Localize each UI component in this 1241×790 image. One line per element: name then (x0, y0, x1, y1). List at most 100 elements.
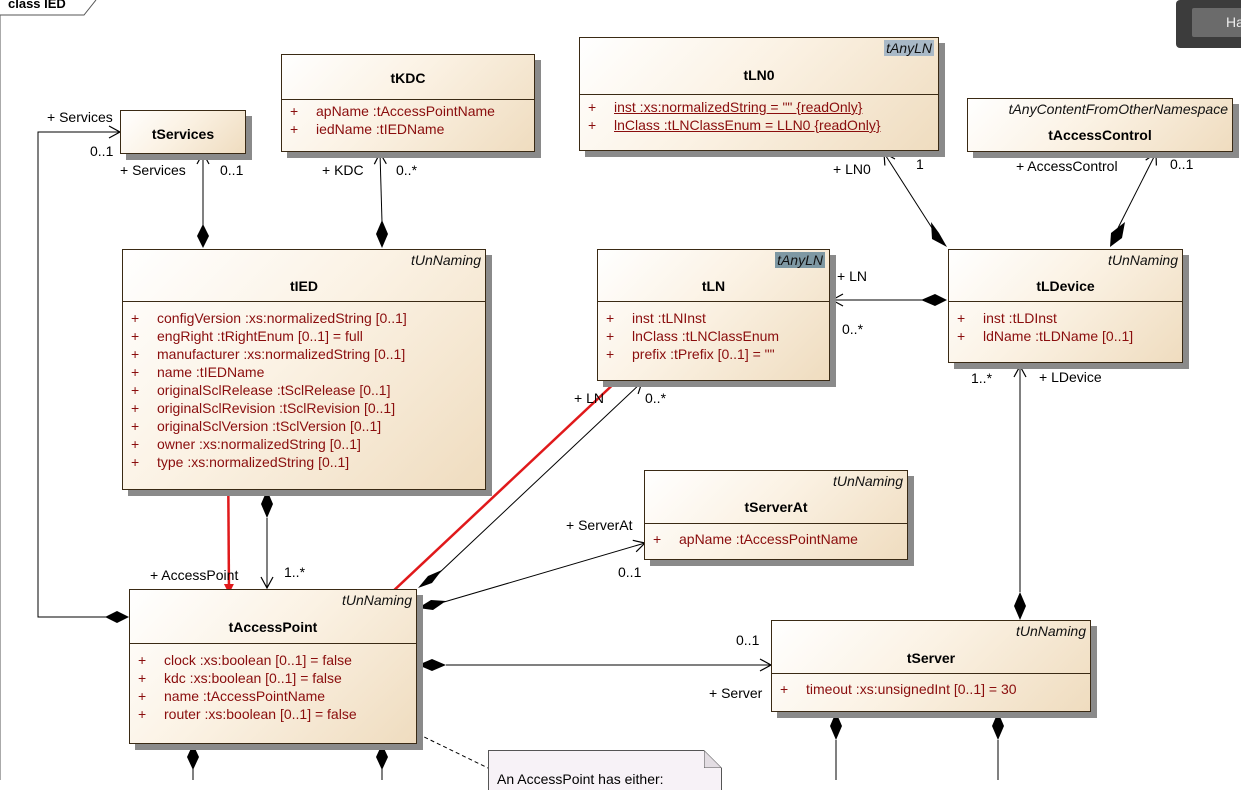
attribute-row: +type :xs:normalizedString [0..1] (131, 454, 350, 470)
attribute-row: +configVersion :xs:normalizedString [0..… (131, 310, 407, 326)
multiplicity-server: 0..1 (736, 632, 760, 648)
note-fold-corner (704, 750, 722, 768)
class-stereotype: tUnNaming (410, 252, 481, 268)
diamond-accesspoint-services (105, 611, 129, 623)
role-label-ln-right: + LN (837, 268, 867, 284)
multiplicity-services-top: 0..1 (90, 143, 114, 159)
class-tserverat[interactable]: tUnNaming tServerAt +apName :tAccessPoin… (644, 470, 908, 560)
attribute-row: +clock :xs:boolean [0..1] = false (138, 652, 352, 668)
attribute-row: +kdc :xs:boolean [0..1] = false (138, 670, 342, 686)
class-stereotype: tAnyLN (884, 40, 934, 56)
attribute-row: +owner :xs:normalizedString [0..1] (131, 436, 361, 452)
class-name: tIED (290, 278, 318, 294)
multiplicity-ln-right: 0..* (842, 321, 864, 337)
role-label-serverat: + ServerAt (566, 517, 633, 533)
class-name: tServerAt (744, 499, 808, 515)
class-tserver[interactable]: tUnNaming tServer +timeout :xs:unsignedI… (771, 620, 1091, 712)
multiplicity-ln0: 1 (916, 156, 924, 172)
frame-label: class IED (8, 0, 66, 11)
diamond-accesspoint-down-2 (376, 744, 388, 770)
class-tldevice[interactable]: tUnNaming tLDevice +inst :tLDInst +ldNam… (948, 249, 1183, 363)
diamond-ldevice-ln0 (931, 222, 947, 247)
class-tln0[interactable]: tAnyLN tLN0 +inst :xs:normalizedString =… (579, 37, 939, 151)
class-name: tLN0 (743, 67, 775, 83)
attribute-list: +timeout :xs:unsignedInt [0..1] = 30 (772, 673, 1090, 698)
attribute-row: +timeout :xs:unsignedInt [0..1] = 30 (780, 681, 1017, 697)
diagram-note[interactable]: An AccessPoint has either: (488, 750, 722, 790)
diamond-ied-services (197, 224, 209, 248)
class-name: tKDC (390, 70, 426, 86)
attribute-row: +originalSclRevision :tSclRevision [0..1… (131, 400, 396, 416)
attribute-row: +apName :tAccessPointName (653, 531, 858, 547)
attribute-row: +name :tAccessPointName (138, 688, 326, 704)
role-label-server: + Server (709, 685, 763, 701)
edge-accesspoint-services (37, 125, 122, 618)
diamond-accesspoint-ln (418, 570, 442, 588)
overlay-button-label: Ha (1226, 14, 1241, 30)
role-label-ldevice: + LDevice (1039, 369, 1102, 385)
attribute-row: +prefix :tPrefix [0..1] = "" (606, 346, 775, 362)
attribute-row: +apName :tAccessPointName (290, 103, 495, 119)
diamond-accesspoint-down-1 (187, 744, 199, 770)
diamond-ldevice-ln (921, 294, 947, 306)
diamond-accesspoint-serverat (418, 600, 446, 610)
attribute-row: +originalSclVersion :tSclVersion [0..1] (131, 418, 382, 434)
class-tservices[interactable]: tServices (120, 110, 246, 154)
class-tln[interactable]: tAnyLN tLN +inst :tLNInst +lnClass :tLNC… (597, 249, 830, 381)
multiplicity-accesspoint: 1..* (284, 564, 306, 580)
attribute-list: +configVersion :xs:normalizedString [0..… (123, 301, 485, 471)
class-stereotype: tAnyLN (775, 252, 825, 268)
role-label-kdc: + KDC (322, 162, 364, 178)
overlay-button[interactable]: Ha (1192, 8, 1241, 37)
multiplicity-accesscontrol: 0..1 (1170, 156, 1194, 172)
attribute-row: +lnClass :tLNClassEnum = LLN0 {readOnly} (588, 117, 881, 133)
edge-ldevice-accesscontrol (1117, 151, 1157, 229)
class-name: tServices (151, 126, 215, 142)
note-connector (417, 733, 489, 769)
class-taccesspoint[interactable]: tUnNaming tAccessPoint +clock :xs:boolea… (129, 589, 417, 744)
attribute-list: +apName :tAccessPointName (645, 523, 907, 548)
role-label-accesspoint: + AccessPoint (150, 567, 239, 583)
frame-border (0, 0, 97, 780)
edge-accesspoint-serverat (443, 539, 647, 603)
note-text: An AccessPoint has either: (497, 771, 664, 787)
attribute-row: +inst :xs:normalizedString = "" {readOnl… (588, 99, 863, 115)
annotation-arrow-prefix (355, 361, 638, 627)
role-label-services-top: + Services (47, 109, 113, 125)
class-stereotype: tUnNaming (341, 592, 412, 608)
edge-ied-kdc (373, 151, 387, 223)
attribute-list: +apName :tAccessPointName +iedName :tIED… (282, 99, 534, 138)
role-label-ln0: + LN0 (833, 161, 871, 177)
class-stereotype: tUnNaming (832, 473, 903, 489)
attribute-row: +iedName :tIEDName (290, 121, 445, 137)
role-label-services: + Services (120, 162, 186, 178)
class-name: tAccessControl (1048, 127, 1152, 143)
attribute-row: +engRight :tRightEnum [0..1] = full (131, 328, 363, 344)
diamond-server-down-2 (992, 712, 1004, 740)
attribute-row: +inst :tLNInst (606, 310, 706, 326)
attribute-row: +lnClass :tLNClassEnum (606, 328, 780, 344)
attribute-row: +ldName :tLDName [0..1] (957, 328, 1134, 344)
multiplicity-ln-left: 0..* (645, 390, 667, 406)
multiplicity-services: 0..1 (220, 162, 244, 178)
edge-accesspoint-ln (437, 381, 643, 575)
class-stereotype: tAnyContentFromOtherNamespace (1008, 101, 1228, 117)
class-tied[interactable]: tUnNaming tIED +configVersion :xs:normal… (122, 249, 486, 490)
class-tkdc[interactable]: tKDC +apName :tAccessPointName +iedName … (281, 54, 535, 152)
attribute-row: +inst :tLDInst (957, 310, 1057, 326)
diamond-ldevice-accesscontrol (1110, 222, 1125, 247)
role-label-ln-left: + LN (574, 390, 604, 406)
attribute-row: +name :tIEDName (131, 364, 265, 380)
attribute-list: +clock :xs:boolean [0..1] = false +kdc :… (130, 643, 416, 723)
diamond-accesspoint-server (418, 659, 446, 671)
class-taccesscontrol[interactable]: tAnyContentFromOtherNamespace tAccessCon… (967, 98, 1233, 152)
class-stereotype: tUnNaming (1015, 623, 1086, 639)
class-name: tLN (701, 278, 726, 294)
class-name: tAccessPoint (228, 619, 318, 635)
attribute-row: +manufacturer :xs:normalizedString [0..1… (131, 346, 406, 362)
multiplicity-ldevice: 1..* (971, 370, 993, 386)
attribute-list: +inst :tLDInst +ldName :tLDName [0..1] (949, 301, 1182, 345)
attribute-row: +originalSclRelease :tSclRelease [0..1] (131, 382, 391, 398)
diamond-server-down-1 (830, 712, 842, 740)
